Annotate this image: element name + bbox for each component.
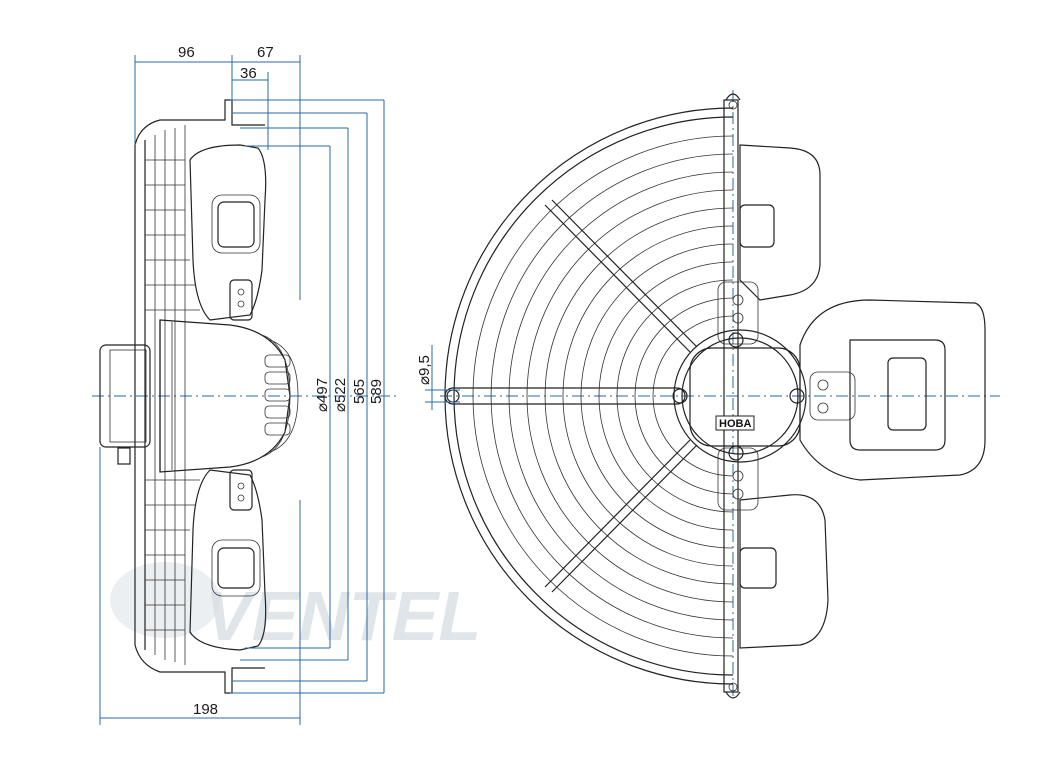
dim-dia-522: ⌀522 bbox=[332, 378, 349, 412]
guard-ring bbox=[562, 225, 734, 567]
dim-dia-497: ⌀497 bbox=[314, 378, 331, 412]
dim-hole-dia: ⌀9,5 bbox=[416, 355, 433, 385]
guard-ring bbox=[490, 153, 734, 639]
dim-dia-565: 565 bbox=[351, 379, 368, 404]
guard-ring bbox=[598, 261, 734, 531]
side-dimensions: 96 67 36 198 ⌀497 ⌀522 565 589 bbox=[99, 44, 385, 725]
hole-dimension: ⌀9,5 bbox=[416, 345, 460, 410]
guard-ring bbox=[652, 315, 734, 477]
watermark: VENTEL bbox=[110, 562, 481, 655]
brand-logo: HOBA bbox=[719, 418, 751, 430]
dim-dia-589: 589 bbox=[368, 379, 385, 404]
dim-depth-total: 198 bbox=[193, 701, 218, 718]
guard-ring bbox=[526, 189, 734, 603]
watermark-text: VENTEL bbox=[205, 577, 481, 655]
side-view bbox=[92, 99, 400, 694]
guard-ring bbox=[580, 243, 734, 549]
guard-ring bbox=[508, 171, 734, 621]
front-view: HOBA bbox=[440, 90, 1000, 700]
guard-ring bbox=[616, 279, 734, 513]
dim-depth-offset: 36 bbox=[240, 65, 257, 82]
dim-depth-rear: 67 bbox=[257, 44, 274, 61]
dim-depth-front: 96 bbox=[178, 44, 195, 61]
guard-ring bbox=[472, 135, 734, 657]
guard-ring bbox=[634, 297, 734, 495]
guard-ring bbox=[544, 207, 734, 585]
